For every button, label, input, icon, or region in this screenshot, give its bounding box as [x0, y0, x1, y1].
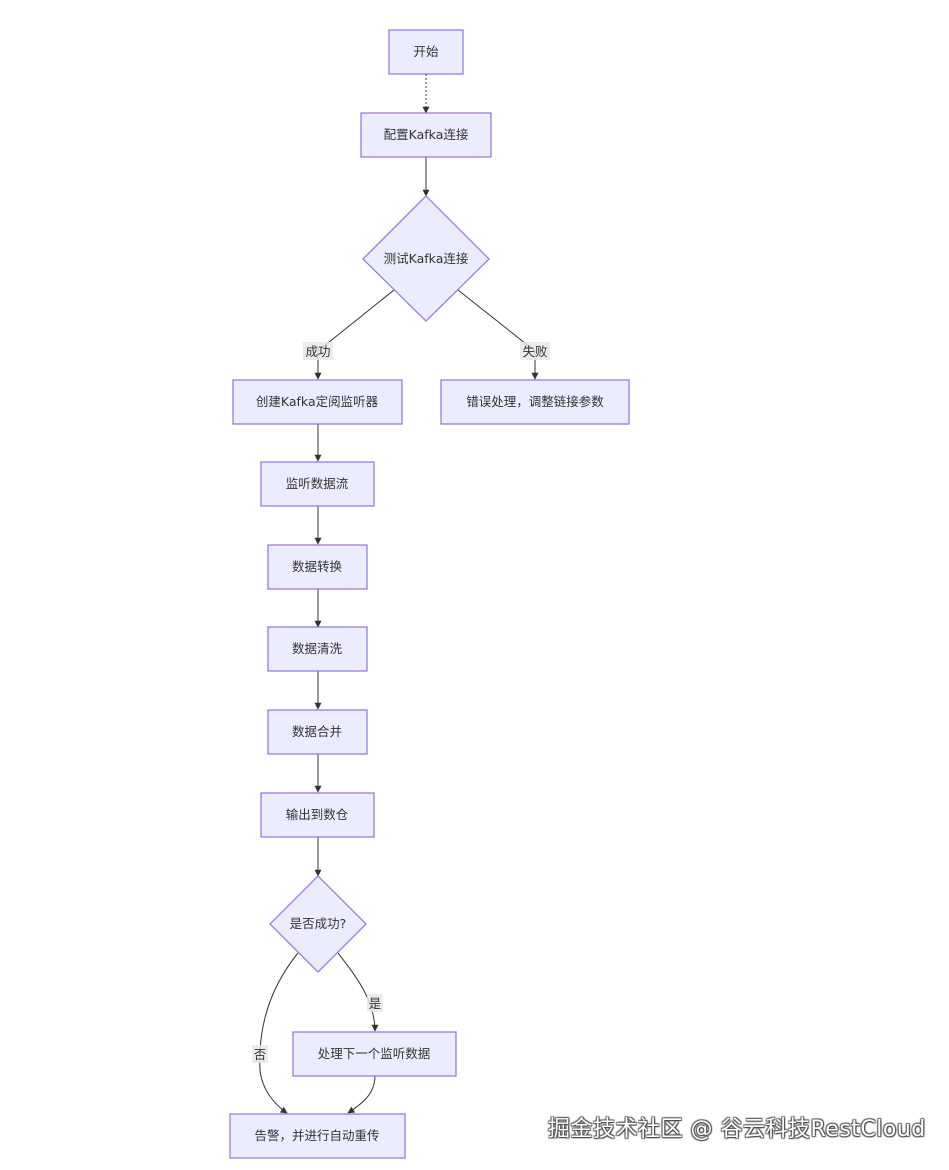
node-merge: 数据合并 — [267, 709, 368, 755]
node-listen-label: 监听数据流 — [286, 476, 349, 491]
edge-test-fail — [457, 289, 539, 380]
node-next: 处理下一个监听数据 — [292, 1031, 457, 1077]
node-transform: 数据转换 — [267, 544, 368, 590]
node-transform-label: 数据转换 — [292, 559, 343, 574]
watermark: 掘金技术社区 @ 谷云科技RestCloud — [548, 1117, 926, 1142]
node-start-label: 开始 — [413, 44, 439, 59]
node-merge-label: 数据合并 — [292, 724, 342, 739]
edge-decision-no — [259, 952, 299, 1114]
node-success-label: 是否成功? — [290, 916, 347, 931]
node-create-listener-label: 创建Kafka定阅监听器 — [256, 394, 379, 409]
node-test-label: 测试Kafka连接 — [384, 251, 469, 266]
node-alert-label: 告警，并进行自动重传 — [254, 1128, 379, 1143]
node-clean-label: 数据清洗 — [292, 641, 343, 656]
edge-next-alert — [347, 1075, 376, 1114]
edge-label-no: 否 — [254, 1047, 267, 1062]
node-test-decision: 测试Kafka连接 — [362, 195, 490, 322]
node-listen: 监听数据流 — [260, 461, 375, 507]
node-success-decision: 是否成功? — [269, 875, 367, 973]
edges — [259, 74, 539, 1114]
edge-test-success — [314, 289, 395, 380]
node-next-label: 处理下一个监听数据 — [318, 1046, 431, 1061]
node-clean: 数据清洗 — [267, 626, 368, 672]
node-create-listener: 创建Kafka定阅监听器 — [232, 379, 403, 425]
node-config-label: 配置Kafka连接 — [384, 127, 469, 142]
node-error-handle-label: 错误处理，调整链接参数 — [466, 394, 604, 409]
nodes: 开始 配置Kafka连接 测试Kafka连接 创建Kafka定阅监听器 错误处理… — [229, 29, 630, 1159]
node-alert: 告警，并进行自动重传 — [229, 1113, 406, 1159]
edge-labels: 成功 失败 是 否 — [252, 342, 550, 1063]
node-output-label: 输出到数仓 — [286, 807, 349, 822]
node-output: 输出到数仓 — [260, 792, 375, 838]
edge-label-success: 成功 — [305, 344, 330, 359]
edge-label-yes: 是 — [369, 996, 382, 1011]
node-error-handle: 错误处理，调整链接参数 — [440, 379, 630, 425]
node-config: 配置Kafka连接 — [360, 112, 492, 158]
node-start: 开始 — [388, 29, 464, 75]
edge-decision-yes — [337, 952, 379, 1032]
edge-label-fail: 失败 — [522, 344, 548, 359]
